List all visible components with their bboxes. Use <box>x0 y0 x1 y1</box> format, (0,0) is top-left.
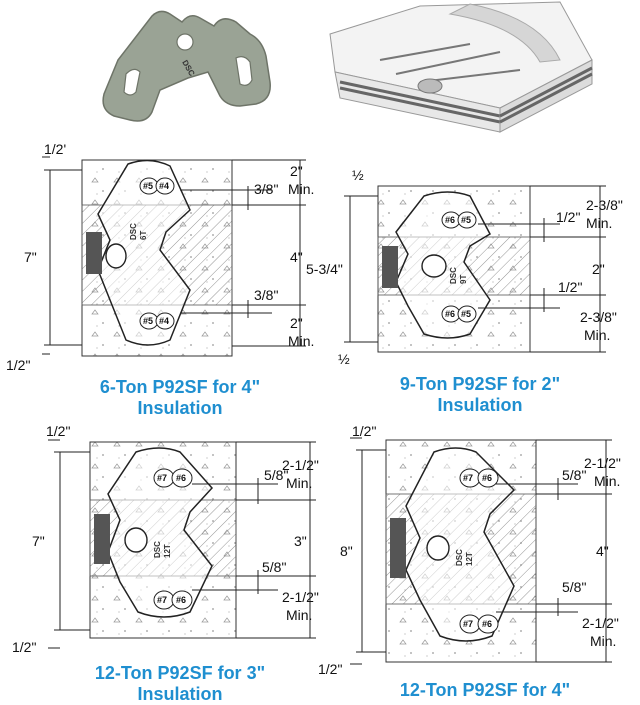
p4-bar-a-bot: #7 <box>463 619 473 629</box>
p2-gap-bottom: 1/2" <box>558 279 582 295</box>
panel-4-labels: 1/2" 1/2" 8" 2-1/2" Min. 5/8" 4" 5/8" 2-… <box>318 423 621 677</box>
p4-top-left: 1/2" <box>352 423 376 439</box>
p2-bottom-left: ½ <box>338 351 350 367</box>
p1-bar-b-top: #4 <box>159 181 169 191</box>
p2-bar-a-top: #6 <box>445 215 455 225</box>
p3-gap-bottom: 5/8" <box>262 559 286 575</box>
p3-bar-a-bot: #7 <box>157 595 167 605</box>
p3-top-left: 1/2" <box>46 423 70 439</box>
panel-4-caption: 12-Ton P92SF for 4" <box>360 680 610 701</box>
p4-dim-top-2: Min. <box>594 473 620 489</box>
panel-3-caption-line1: 12-Ton P92SF for 3" <box>94 663 266 683</box>
p1-stamp-2: 6T <box>139 231 148 240</box>
p1-bar-a-bot: #5 <box>143 316 153 326</box>
panel-4-drawing <box>350 437 612 665</box>
panel-2-labels: ½ ½ 5-3/4" 2-3/8" Min. 1/2" 2" 1/2" 2-3/… <box>306 167 623 367</box>
p1-insulation: 4" <box>290 249 303 265</box>
panel-3-caption: 12-Ton P92SF for 3" Insulation <box>50 663 310 705</box>
p2-stamp-1: DSC <box>449 267 458 284</box>
p3-dim-bot-1: 2-1/2" <box>282 589 319 605</box>
panel-1-caption-line2: Insulation <box>137 398 223 418</box>
p3-height: 7" <box>32 533 45 549</box>
p1-dim-top-2: Min. <box>288 181 314 197</box>
p3-dim-top-1: 2-1/2" <box>282 457 319 473</box>
p3-stamp-2: 12T <box>163 544 172 558</box>
p4-stamp-1: DSC <box>455 549 464 566</box>
p1-dim-bot-1: 2" <box>290 315 303 331</box>
p4-height: 8" <box>340 543 353 559</box>
p3-insulation: 3" <box>294 533 307 549</box>
p3-bottom-left: 1/2" <box>12 639 36 655</box>
p1-height: 7" <box>24 249 37 265</box>
p3-bar-a-top: #7 <box>157 473 167 483</box>
p3-stamp-1: DSC <box>153 541 162 558</box>
p4-dim-bot-2: Min. <box>590 633 616 649</box>
panel-1-labels: 1/2' 1/2" 7" 2" Min. 3/8" 4" 3/8" 2" Min… <box>6 141 314 373</box>
p4-dim-bot-1: 2-1/2" <box>582 615 619 631</box>
p2-height: 5-3/4" <box>306 261 343 277</box>
p1-gap-bottom: 3/8" <box>254 287 278 303</box>
p1-dim-top-1: 2" <box>290 163 303 179</box>
p2-bar-b-bot: #5 <box>461 309 471 319</box>
p4-bar-b-top: #6 <box>482 473 492 483</box>
panel-2-drawing <box>344 185 606 353</box>
panel-2-caption-line1: 9-Ton P92SF for 2" <box>399 374 561 394</box>
p2-gap-top: 1/2" <box>556 209 580 225</box>
p3-dim-top-2: Min. <box>286 475 312 491</box>
panel-4-caption-line1: 12-Ton P92SF for 4" <box>399 680 571 700</box>
p1-bottom-left: 1/2" <box>6 357 30 373</box>
panel-1-drawing <box>42 156 306 357</box>
p4-dim-top-1: 2-1/2" <box>584 455 621 471</box>
p4-gap-bottom: 5/8" <box>562 579 586 595</box>
p1-gap-top: 3/8" <box>254 181 278 197</box>
panel-1-caption: 6-Ton P92SF for 4" Insulation <box>60 377 300 419</box>
p4-gap-top: 5/8" <box>562 467 586 483</box>
slab-illustration <box>329 1 593 133</box>
panel-2-caption-line2: Insulation <box>437 395 523 415</box>
p1-dim-bot-2: Min. <box>288 333 314 349</box>
anchor-photo: DSC <box>102 10 271 122</box>
p4-bottom-left: 1/2" <box>318 661 342 677</box>
p2-stamp-2: 9T <box>459 275 468 284</box>
p4-bar-b-bot: #6 <box>482 619 492 629</box>
p2-dim-top-1: 2-3/8" <box>586 197 623 213</box>
p4-insulation: 4" <box>596 543 609 559</box>
panel-3-labels: 1/2" 1/2" 7" 2-1/2" Min. 5/8" 3" 5/8" 2-… <box>12 423 319 655</box>
p4-bar-a-top: #7 <box>463 473 473 483</box>
panel-1-caption-line1: 6-Ton P92SF for 4" <box>99 377 261 397</box>
panel-3-caption-line2: Insulation <box>137 684 223 704</box>
p3-dim-bot-2: Min. <box>286 607 312 623</box>
p4-stamp-2: 12T <box>465 552 474 566</box>
p2-dim-bot-1: 2-3/8" <box>580 309 617 325</box>
p1-bar-a-top: #5 <box>143 181 153 191</box>
panel-3-drawing <box>48 439 316 649</box>
p1-stamp-1: DSC <box>129 223 138 240</box>
p3-gap-top: 5/8" <box>264 467 288 483</box>
p2-insulation: 2" <box>592 261 605 277</box>
p3-bar-b-top: #6 <box>176 473 186 483</box>
p1-bar-b-bot: #4 <box>159 316 169 326</box>
panel-2-caption: 9-Ton P92SF for 2" Insulation <box>360 374 600 416</box>
p2-bar-a-bot: #6 <box>445 309 455 319</box>
p2-dim-top-2: Min. <box>586 215 612 231</box>
p3-bar-b-bot: #6 <box>176 595 186 605</box>
p2-dim-bot-2: Min. <box>584 327 610 343</box>
p1-top-left: 1/2' <box>44 141 66 157</box>
p2-bar-b-top: #5 <box>461 215 471 225</box>
p2-top-left: ½ <box>352 167 364 183</box>
